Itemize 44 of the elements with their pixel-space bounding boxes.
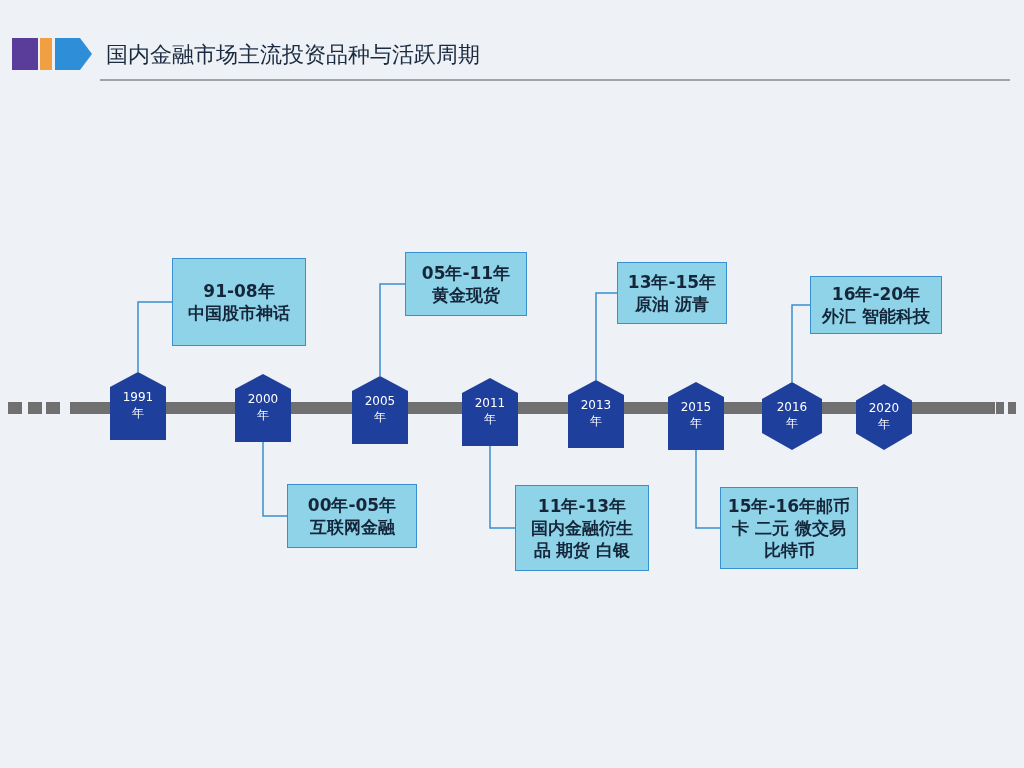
callout-text: 00年-05年	[307, 493, 397, 516]
leader-line	[489, 445, 516, 529]
year-label: 2016年	[775, 400, 809, 432]
callout-box	[405, 252, 527, 316]
year-marker	[462, 378, 518, 446]
callout-text: 原油 沥青	[635, 293, 709, 316]
callout-box	[720, 487, 858, 569]
leader-line	[695, 449, 721, 529]
year-marker	[235, 374, 291, 442]
year-marker	[568, 380, 624, 448]
year-label: 2020年	[867, 401, 901, 433]
year-marker	[110, 372, 166, 440]
callout-text: 15年-16年邮币卡 二元 微交易比特币	[727, 494, 851, 562]
year-marker	[352, 376, 408, 444]
year-marker	[668, 382, 724, 450]
year-hexagon	[856, 384, 912, 450]
callout-box	[287, 484, 417, 548]
callout-text: 11年-13年	[536, 494, 628, 517]
leader-line	[262, 441, 288, 517]
year-label: 2000年	[246, 392, 280, 424]
year-label: 2005年	[363, 394, 397, 426]
year-hexagon	[762, 382, 822, 450]
title: 国内金融市场主流投资品种与活跃周期	[106, 41, 480, 69]
callout-box	[810, 276, 942, 334]
callout-box	[172, 258, 306, 346]
callout-text: 互联网金融	[309, 516, 395, 539]
callout-text: 中国股市神话	[188, 302, 290, 325]
callout-box	[515, 485, 649, 571]
leader-line	[595, 292, 618, 381]
year-label: 2011年	[473, 396, 507, 428]
year-label: 1991年	[121, 390, 155, 422]
callout-text: 外汇 智能科技	[822, 305, 930, 328]
leader-line	[791, 304, 811, 383]
callout-box	[617, 262, 727, 324]
callout-text: 16年-20年	[831, 282, 921, 305]
callout-text: 05年-11年	[421, 261, 511, 284]
year-label: 2013年	[579, 398, 613, 430]
callout-text: 黄金现货	[432, 284, 500, 307]
year-label: 2015年	[679, 400, 713, 432]
callout-text: 13年-15年	[627, 270, 717, 293]
leader-line	[137, 301, 173, 373]
callout-text: 91-08年	[203, 279, 275, 302]
callout-text: 国内金融衍生品 期货 白银	[530, 516, 634, 562]
leader-line	[379, 283, 406, 377]
